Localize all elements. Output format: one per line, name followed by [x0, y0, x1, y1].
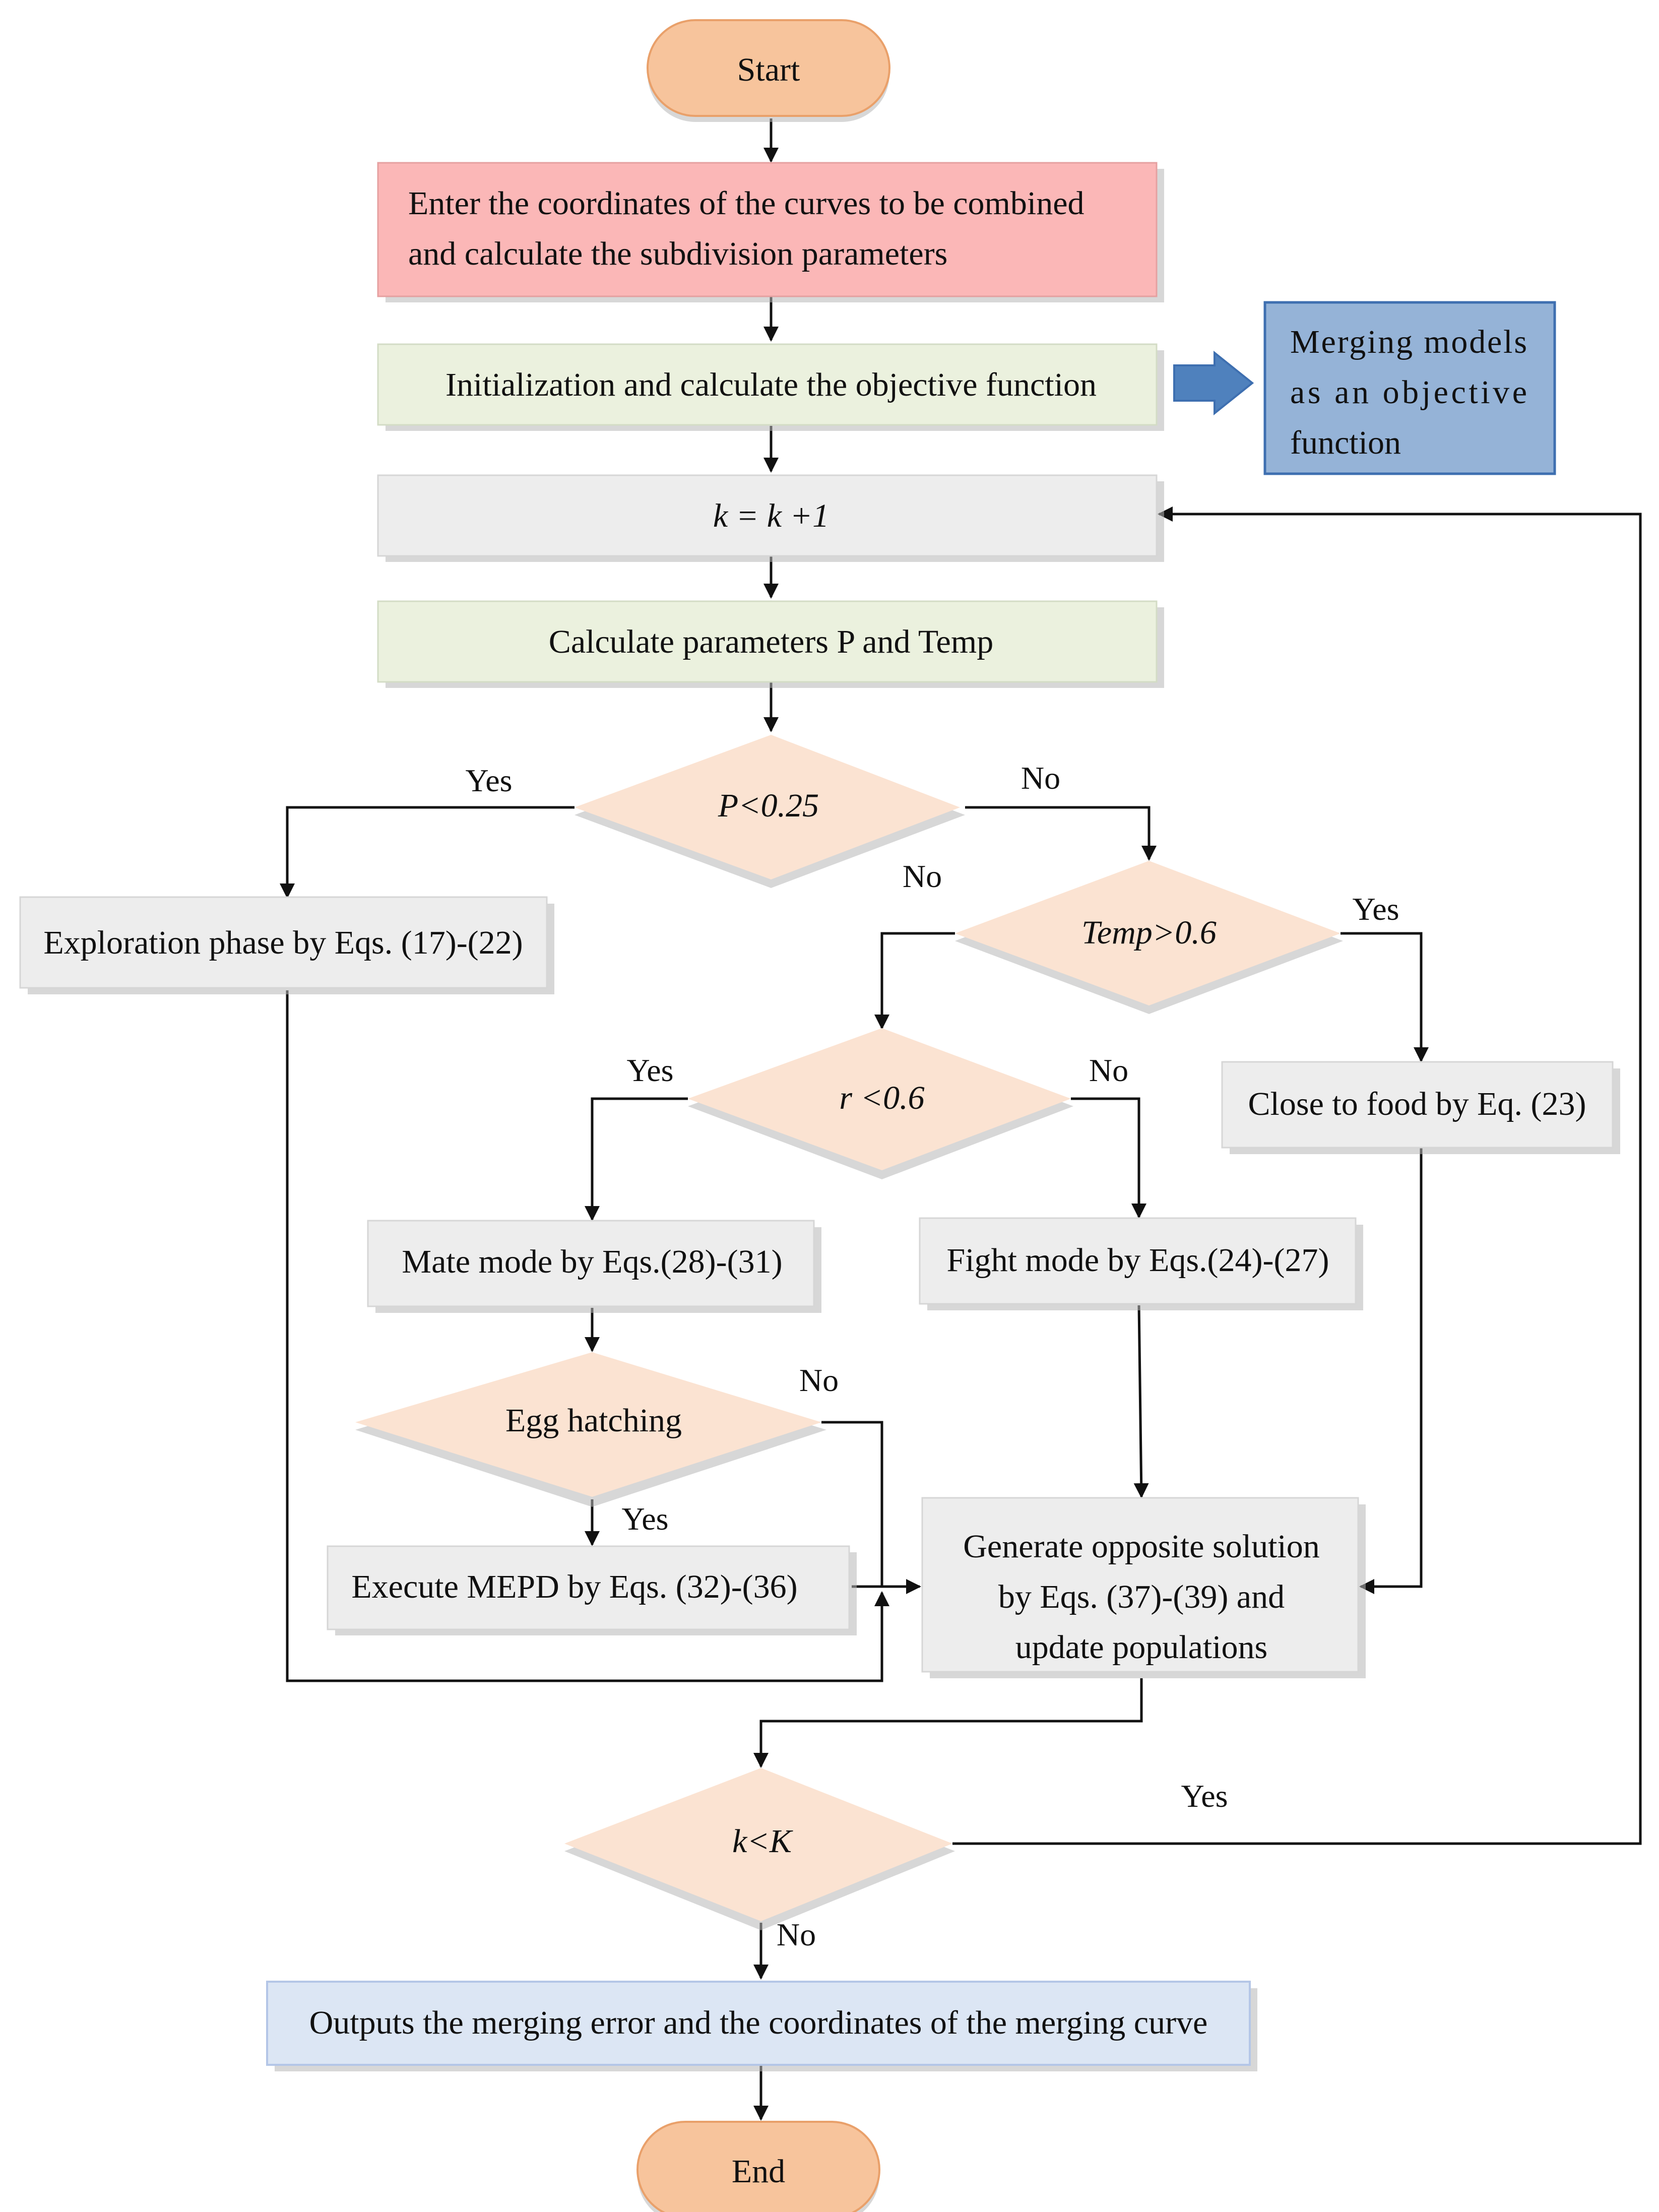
temp-no-label: No — [903, 858, 942, 894]
arrow-k-yes-loop — [952, 507, 1642, 1845]
enter-line-1: Enter the coordinates of the curves to b… — [408, 185, 1084, 222]
execute-mepd-label: Execute MEPD by Eqs. (32)-(36) — [351, 1568, 797, 1605]
decision-temp: Temp>0.6 — [955, 861, 1343, 1014]
outputs-step: Outputs the merging error and the coordi… — [266, 1981, 1257, 2071]
initialization-step: Initialization and calculate the objecti… — [377, 343, 1164, 431]
enter-coordinates-step: Enter the coordinates of the curves to b… — [377, 162, 1164, 302]
start-node: Start — [647, 19, 890, 122]
p-no-label: No — [1021, 760, 1060, 796]
execute-mepd-step: Execute MEPD by Eqs. (32)-(36) — [327, 1545, 857, 1635]
connectors — [280, 118, 1642, 2121]
line-egg-no — [821, 1421, 883, 1587]
k-increment-label: k = k +1 — [713, 497, 829, 534]
branch-labels: Yes No No Yes Yes No No Yes Yes No — [465, 760, 1399, 1952]
generate-line-3: update populations — [1015, 1629, 1267, 1666]
calc-params-label: Calculate parameters P and Temp — [549, 623, 993, 660]
generate-line-1: Generate opposite solution — [963, 1528, 1320, 1565]
arrow-close-to-generate — [1359, 1147, 1423, 1594]
merging-models-note: Merging models as an objective function — [1263, 301, 1556, 475]
enter-line-2: and calculate the subdivision parameters — [408, 235, 947, 272]
k-increment-step: k = k +1 — [377, 474, 1164, 562]
decision-k: k<K — [564, 1768, 955, 1930]
decision-temp-label: Temp>0.6 — [1081, 914, 1217, 951]
arrow-p-yes — [280, 806, 575, 899]
end-node: End — [636, 2121, 880, 2212]
arrow-fight-to-generate — [1133, 1305, 1149, 1498]
mate-mode-label: Mate mode by Eqs.(28)-(31) — [402, 1243, 782, 1280]
close-to-food-step: Close to food by Eq. (23) — [1221, 1061, 1620, 1154]
r-no-label: No — [1089, 1052, 1128, 1088]
decision-egg-label: Egg hatching — [505, 1402, 682, 1439]
p-yes-label: Yes — [465, 763, 512, 798]
decision-r: r <0.6 — [688, 1028, 1073, 1179]
fight-mode-step: Fight mode by Eqs.(24)-(27) — [919, 1217, 1363, 1310]
generate-solution-step: Generate opposite solution by Eqs. (37)-… — [921, 1497, 1366, 1678]
outputs-label: Outputs the merging error and the coordi… — [309, 2004, 1208, 2041]
merging-line-2: as an objective — [1290, 374, 1527, 411]
close-to-food-label: Close to food by Eq. (23) — [1248, 1086, 1586, 1122]
egg-yes-label: Yes — [621, 1501, 668, 1537]
arrow-temp-no — [874, 932, 955, 1030]
r-yes-label: Yes — [626, 1052, 673, 1088]
decision-p-label: P<0.25 — [718, 787, 819, 824]
merging-line-1: Merging models — [1290, 324, 1527, 360]
egg-no-label: No — [799, 1362, 839, 1398]
generate-line-2: by Eqs. (37)-(39) and — [998, 1578, 1285, 1615]
decision-p: P<0.25 — [575, 735, 965, 888]
arrow-r-no — [1071, 1097, 1146, 1219]
temp-yes-label: Yes — [1352, 891, 1399, 927]
decision-r-label: r <0.6 — [839, 1080, 924, 1116]
k-no-label: No — [777, 1917, 816, 1952]
calculate-parameters-step: Calculate parameters P and Temp — [377, 600, 1164, 688]
k-yes-label: Yes — [1181, 1778, 1228, 1814]
init-label: Initialization and calculate the objecti… — [445, 366, 1097, 403]
mate-mode-step: Mate mode by Eqs.(28)-(31) — [367, 1220, 821, 1313]
arrow-r-yes — [585, 1097, 688, 1221]
merging-line-3: function — [1290, 424, 1401, 461]
exploration-step: Exploration phase by Eqs. (17)-(22) — [19, 896, 554, 994]
exploration-label: Exploration phase by Eqs. (17)-(22) — [43, 924, 523, 961]
arrow-p-no — [965, 806, 1157, 861]
arrow-explore-loop — [286, 990, 889, 1682]
decision-egg: Egg hatching — [355, 1352, 826, 1507]
arrow-generate-to-k — [753, 1678, 1143, 1768]
start-label: Start — [737, 51, 800, 88]
fight-mode-label: Fight mode by Eqs.(24)-(27) — [947, 1242, 1329, 1279]
decision-k-label: k<K — [732, 1823, 793, 1860]
block-arrow-icon — [1173, 350, 1254, 416]
arrow-temp-yes — [1341, 932, 1429, 1062]
end-label: End — [732, 2153, 785, 2190]
